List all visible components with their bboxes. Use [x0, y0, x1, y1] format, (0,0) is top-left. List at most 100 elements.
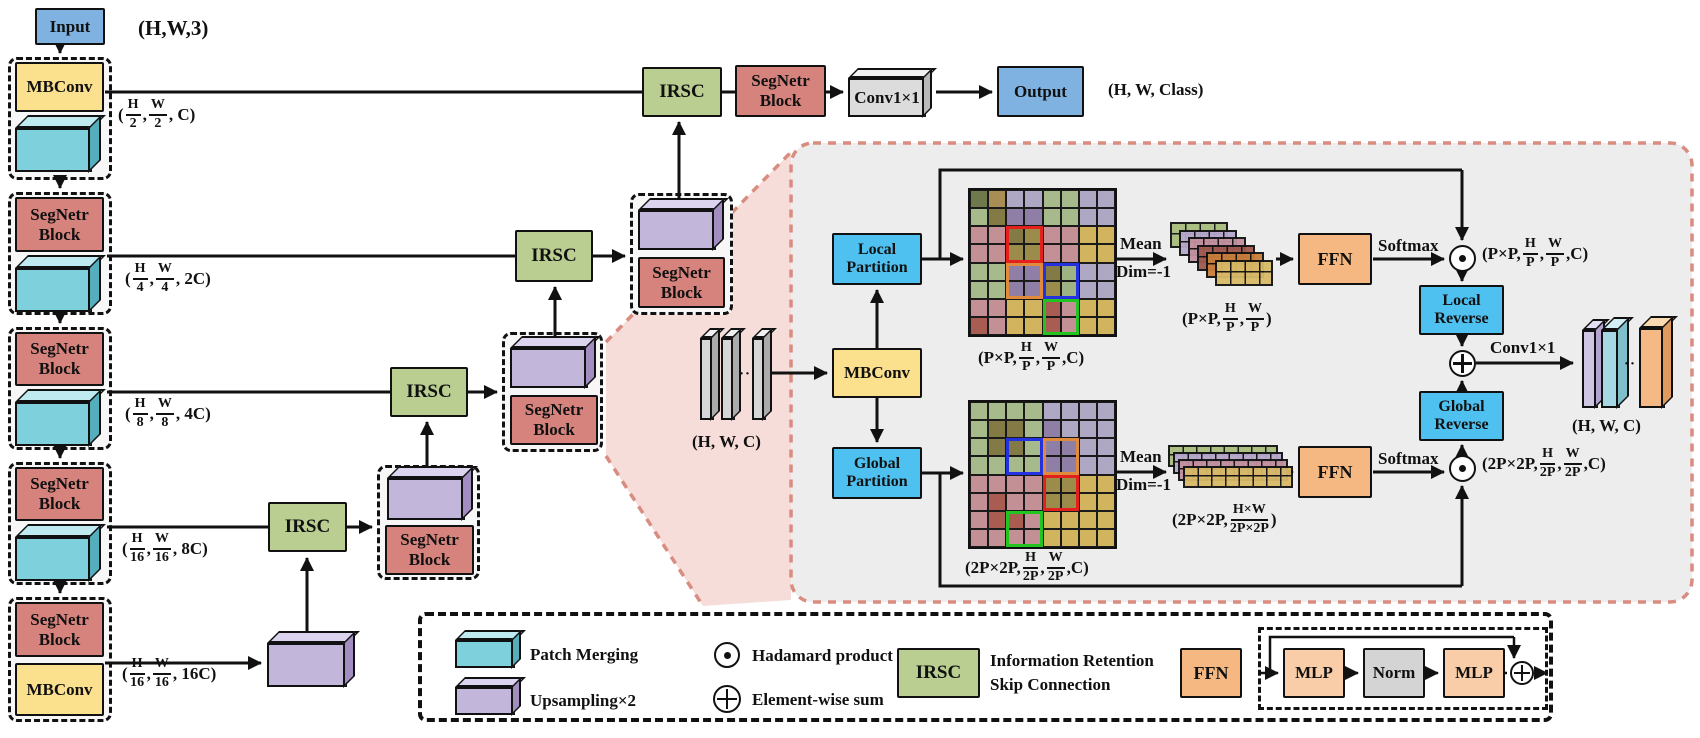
grid-cell	[1024, 474, 1043, 493]
irsc-legend-desc-line1: Information Retention	[990, 651, 1154, 670]
grid-cell	[988, 528, 1007, 547]
global-partition-grid-image	[968, 400, 1117, 549]
grid-cell	[1060, 244, 1079, 263]
grid-cell	[1042, 528, 1061, 547]
grid-cell	[1042, 208, 1061, 227]
grid-cell	[988, 510, 1007, 529]
patch-stack-layer	[1183, 466, 1293, 488]
irsc-block-3: IRSC	[515, 230, 593, 282]
input-feature-slab-3	[751, 327, 777, 421]
patch-merging-box-enc2	[14, 254, 106, 313]
grid-cell	[1096, 190, 1115, 209]
grid-cell	[1078, 510, 1097, 529]
grid-cell	[1096, 402, 1115, 421]
grid-cell	[1060, 190, 1079, 209]
partition-window-overlay	[1006, 262, 1043, 299]
output-feature-slab-2	[1600, 316, 1634, 409]
hadamard-product-icon-top	[1449, 245, 1476, 272]
grid-cell	[970, 402, 989, 421]
grid-cell	[970, 244, 989, 263]
input-block: Input	[35, 8, 105, 45]
local-patch-stack	[1170, 222, 1276, 288]
upsampling-box-dec2	[509, 335, 601, 389]
output-slabs-dim-label: (H, W, C)	[1572, 416, 1641, 435]
grid-cell	[1060, 528, 1079, 547]
output-dim-label: (H, W, Class)	[1108, 80, 1204, 99]
grid-cell	[1042, 190, 1061, 209]
grid-cell	[1006, 298, 1025, 317]
input-feature-slab-1	[699, 327, 725, 421]
grid-cell	[970, 456, 989, 475]
grid-cell	[1042, 226, 1061, 245]
segnetr-block-dec2: SegNetr Block	[510, 395, 598, 445]
grid-cell	[970, 438, 989, 457]
grid-cell	[1078, 528, 1097, 547]
grid-cell	[1024, 402, 1043, 421]
grid-cell	[1078, 298, 1097, 317]
irsc-legend-box: IRSC	[897, 648, 980, 698]
ffn-block-top: FFN	[1298, 233, 1372, 285]
grid-cell	[1060, 208, 1079, 227]
grid-cell	[970, 316, 989, 335]
grid-cell	[970, 262, 989, 281]
mean-label-top: Mean	[1120, 234, 1162, 253]
mlp-block-2: MLP	[1443, 648, 1505, 698]
mbconv-block-enc1: MBConv	[15, 62, 104, 112]
grid-cell	[988, 298, 1007, 317]
partition-window-overlay	[1006, 510, 1043, 547]
grid-cell	[988, 316, 1007, 335]
grid-cell	[1006, 402, 1025, 421]
local-reverse-block: Local Reverse	[1419, 285, 1504, 335]
mean-label-bottom: Mean	[1120, 447, 1162, 466]
grid-cell	[970, 528, 989, 547]
segnetr-block-dec1: SegNetr Block	[385, 525, 474, 575]
legend-box	[418, 612, 1553, 722]
grid-cell	[1078, 226, 1097, 245]
patch-merging-box-enc1	[14, 114, 106, 173]
grid-cell	[988, 208, 1007, 227]
grid-cell	[1024, 298, 1043, 317]
grid-cell	[1042, 402, 1061, 421]
grid-cell	[1060, 402, 1079, 421]
grid-cell	[1078, 280, 1097, 299]
grid-cell	[1006, 474, 1025, 493]
irsc-block-1: IRSC	[268, 502, 347, 552]
grid-cell	[1042, 510, 1061, 529]
grid-cell	[1078, 244, 1097, 263]
grid-cell	[1096, 262, 1115, 281]
upsampling-box-dec1	[386, 465, 478, 521]
input-feature-slab-2	[720, 327, 746, 421]
partition-window-overlay	[1042, 298, 1079, 335]
local-partition-block: Local Partition	[832, 233, 922, 285]
input-slabs-dim-label: (H, W, C)	[692, 432, 761, 451]
partition-window-overlay	[1042, 474, 1079, 511]
grid-cell	[988, 244, 1007, 263]
grid-cell	[1078, 402, 1097, 421]
grid-cell	[1078, 190, 1097, 209]
hadamard-product-legend-icon	[714, 642, 740, 668]
upsampling-legend-label: Upsampling×2	[530, 691, 637, 710]
grid-cell	[1078, 262, 1097, 281]
grid-cell	[1024, 492, 1043, 511]
patch-merging-legend-label: Patch Merging	[530, 645, 639, 664]
dim-label-bottom: Dim=-1	[1116, 475, 1172, 494]
grid-cell	[1078, 316, 1097, 335]
grid-cell	[1096, 226, 1115, 245]
grid-cell	[988, 474, 1007, 493]
grid-cell	[1078, 456, 1097, 475]
grid-cell	[970, 226, 989, 245]
hadamard-product-icon-bottom	[1449, 455, 1476, 482]
grid-cell	[1096, 208, 1115, 227]
grid-cell	[1060, 420, 1079, 439]
grid-cell	[1096, 492, 1115, 511]
segnetr-block-head: SegNetr Block	[735, 65, 826, 117]
